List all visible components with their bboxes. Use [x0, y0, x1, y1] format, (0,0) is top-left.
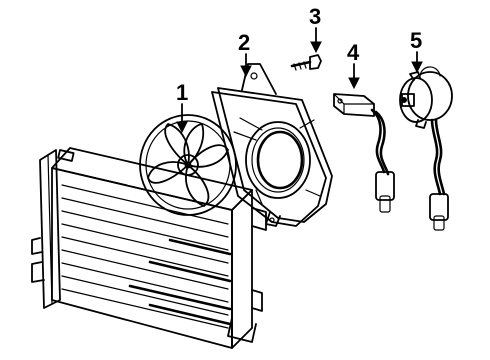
shroud-bolt: [290, 54, 322, 71]
callout-2: 2: [238, 30, 252, 78]
fan-shroud: [211, 63, 333, 227]
callout-label-4: 4: [347, 40, 360, 65]
callout-3: 3: [309, 4, 322, 54]
callout-label-3: 3: [309, 4, 321, 29]
fan-motor: [399, 66, 453, 231]
callout-5: 5: [410, 28, 423, 74]
callout-1: 1: [176, 80, 188, 134]
callout-label-2: 2: [238, 30, 250, 55]
radiator: [31, 147, 267, 349]
resistor-harness: [333, 93, 395, 213]
callout-4: 4: [347, 40, 360, 90]
radiator-shading: [128, 238, 232, 326]
radiator-core-fins: [61, 184, 229, 329]
callout-label-1: 1: [176, 80, 188, 105]
callout-label-5: 5: [410, 28, 422, 53]
